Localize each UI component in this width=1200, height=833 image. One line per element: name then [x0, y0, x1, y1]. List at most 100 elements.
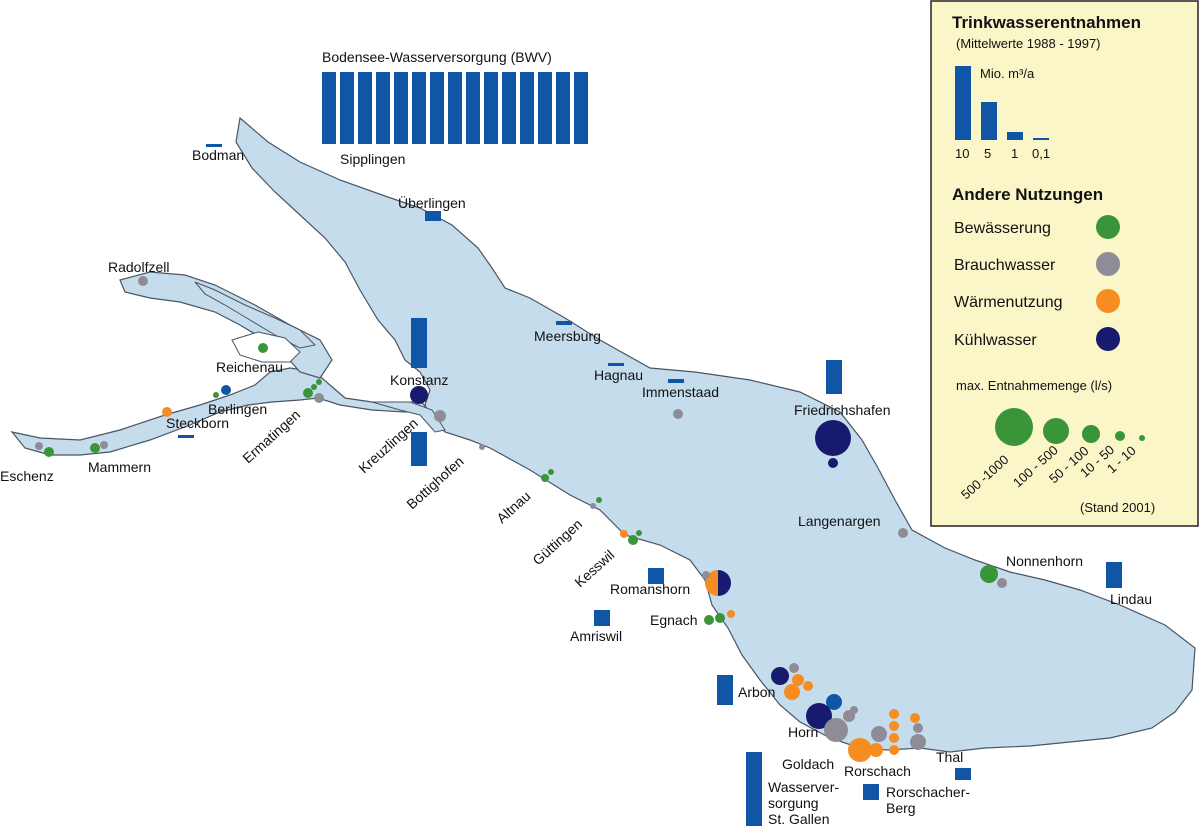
bwv-bars — [322, 72, 588, 144]
label-goldach: Goldach — [782, 756, 834, 772]
label-egnach: Egnach — [650, 612, 697, 628]
brauchwasser-dot — [479, 444, 485, 450]
bewaesserung-dot — [548, 469, 554, 475]
brauchwasser-dot — [590, 503, 596, 509]
legend-size-3 — [1082, 425, 1100, 443]
brauchwasser-dot — [673, 409, 683, 419]
meersburg-bar — [556, 321, 572, 325]
bwv-bar — [484, 72, 498, 144]
bwv-bar — [340, 72, 354, 144]
bwv-bar — [466, 72, 480, 144]
legend-stand: (Stand 2001) — [1080, 500, 1155, 515]
label-langenargen: Langenargen — [798, 513, 881, 529]
bewaesserung-dot — [704, 615, 714, 625]
label-thal: Thal — [936, 749, 963, 765]
label-horn: Horn — [788, 724, 818, 740]
legend-size-title: max. Entnahmemenge (l/s) — [956, 378, 1112, 393]
zeller-see — [119, 271, 333, 379]
seerhein — [371, 401, 446, 433]
amriswil-bar — [594, 610, 610, 626]
brauchwasser-dot — [997, 578, 1007, 588]
waermenutzung-dot — [620, 530, 628, 538]
waermenutzung-dot — [889, 721, 899, 731]
label-rorschach: Rorschach — [844, 763, 911, 779]
label-radolfzell: Radolfzell — [108, 259, 169, 275]
legend-use-brauchwasser: Brauchwasser — [954, 257, 1056, 274]
brauchwasser-dot — [100, 441, 108, 449]
bwv-bar — [394, 72, 408, 144]
label-sipplingen: Sipplingen — [340, 151, 405, 167]
legend-bar-label: 10 — [955, 146, 969, 161]
bewaesserung-dot — [316, 379, 322, 385]
bewaesserung-dot — [636, 530, 642, 536]
label-rorschacherberg-2: Berg — [886, 800, 916, 816]
brauchwasser-dot — [913, 723, 923, 733]
bwv-bar — [574, 72, 588, 144]
legend-size-1 — [995, 408, 1033, 446]
legend-size-4 — [1115, 431, 1125, 441]
bewaesserung-dot — [715, 613, 725, 623]
legend-bar-1 — [1007, 132, 1023, 140]
label-romanshorn: Romanshorn — [610, 581, 690, 597]
legend-bar-label: 1 — [1011, 146, 1018, 161]
bewaesserung-dot — [596, 497, 602, 503]
waermenutzung-dot — [792, 674, 804, 686]
label-konstanz: Konstanz — [390, 372, 448, 388]
legend-bar-01 — [1033, 138, 1049, 140]
label-lindau: Lindau — [1110, 591, 1152, 607]
label-arbon: Arbon — [738, 684, 775, 700]
kreuzlingen-bar — [411, 432, 427, 466]
label-mammern: Mammern — [88, 459, 151, 475]
brauchwasser-dot — [702, 571, 710, 579]
brauchwasser-dot — [434, 410, 446, 422]
romanshorn-bar — [648, 568, 664, 584]
waermenutzung-circle — [848, 738, 872, 762]
brauchwasser-circle — [824, 718, 848, 742]
legend: Trinkwasserentnahmen (Mittelwerte 1988 -… — [930, 0, 1199, 527]
bwv-bar — [448, 72, 462, 144]
label-amriswil: Amriswil — [570, 628, 622, 644]
lake-body — [10, 116, 1196, 753]
legend-use-kuehlwasser: Kühlwasser — [954, 332, 1037, 349]
waermenutzung-dot — [889, 733, 899, 743]
legend-size-2 — [1043, 418, 1069, 444]
bwv-bar — [538, 72, 552, 144]
label-bwv: Bodensee-Wasserversorgung (BWV) — [322, 49, 552, 65]
arbon-bar — [717, 675, 733, 705]
label-steckborn: Steckborn — [166, 415, 229, 431]
bewaesserung-dot — [303, 388, 313, 398]
bwv-bar — [430, 72, 444, 144]
rorschacherberg-bar — [863, 784, 879, 800]
label-nonnenhorn: Nonnenhorn — [1006, 553, 1083, 569]
bwv-bar — [412, 72, 426, 144]
friedrichshafen-bar — [826, 360, 842, 394]
label-altnau: Altnau — [493, 488, 533, 526]
label-wv-stgallen-1: Wasserver- — [768, 779, 839, 795]
brauchwasser-circle — [871, 726, 887, 742]
bodman-bar — [206, 144, 222, 147]
kuehlwasser-circle — [815, 420, 851, 456]
label-friedrichshafen: Friedrichshafen — [794, 402, 891, 418]
legend-bar-label: 0,1 — [1032, 146, 1050, 161]
bwv-bar — [376, 72, 390, 144]
brauchwasser-dot — [898, 528, 908, 538]
legend-swatch-brauchwasser — [1096, 252, 1120, 276]
brauchwasser-dot — [35, 442, 43, 450]
label-eschenz: Eschenz — [0, 468, 54, 484]
legend-other-title: Andere Nutzungen — [952, 185, 1103, 204]
legend-use-waermenutzung: Wärmenutzung — [954, 294, 1063, 311]
brauchwasser-dot — [314, 393, 324, 403]
bewaesserung-dot — [628, 535, 638, 545]
label-wv-stgallen-2: sorgung — [768, 795, 819, 811]
bwv-bar — [520, 72, 534, 144]
steckborn-bar — [178, 435, 194, 438]
usage-circles — [35, 276, 1007, 762]
bewaesserung-dot — [213, 392, 219, 398]
kuehlwasser-dot — [410, 386, 428, 404]
bewaesserung-dot — [541, 474, 549, 482]
legend-swatch-bewaesserung — [1096, 215, 1120, 239]
romanshorn-split-circle — [705, 570, 731, 596]
kuehlwasser-dot — [828, 458, 838, 468]
label-reichenau: Reichenau — [216, 359, 283, 375]
